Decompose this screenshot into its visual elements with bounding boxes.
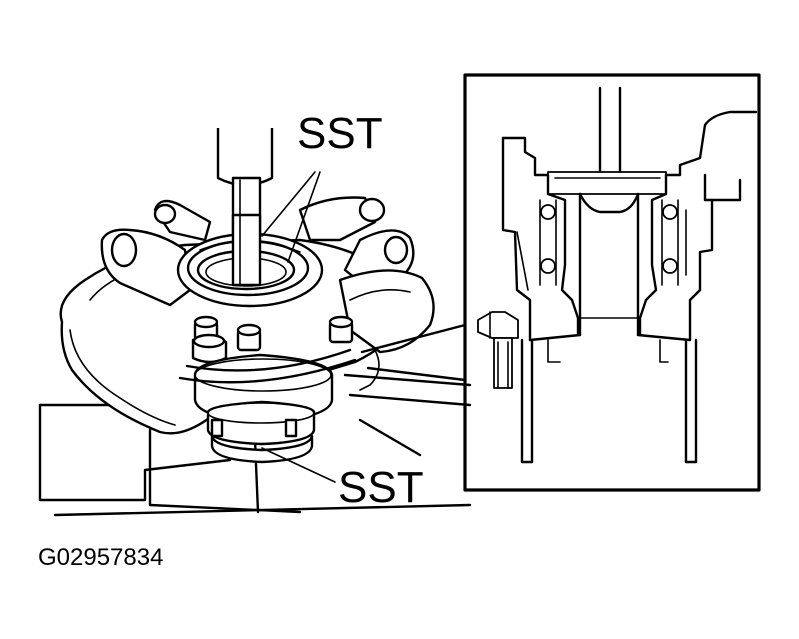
sst-label-top: SST xyxy=(297,109,383,158)
inset-frame xyxy=(463,73,761,492)
sst-top-leaders xyxy=(261,171,321,263)
lower-sleeve xyxy=(520,338,698,464)
inset-callout-lines xyxy=(360,323,467,354)
knuckle-bolts xyxy=(191,315,354,364)
sst-label-bottom: SST xyxy=(338,463,424,512)
left-housing-section xyxy=(501,136,580,337)
hub-knuckle-illustration xyxy=(38,128,472,517)
cross-section-inset xyxy=(463,73,761,492)
figure-code: G02957834 xyxy=(38,544,163,571)
sst-bottom-leader xyxy=(261,447,336,483)
steering-knuckle xyxy=(100,196,435,391)
press-base-lines xyxy=(38,373,472,517)
hub-bolt xyxy=(477,311,519,389)
hub-flange xyxy=(193,353,334,446)
sst-bottom-support xyxy=(210,434,314,464)
right-housing-section xyxy=(664,110,758,177)
press-plate xyxy=(547,171,667,195)
